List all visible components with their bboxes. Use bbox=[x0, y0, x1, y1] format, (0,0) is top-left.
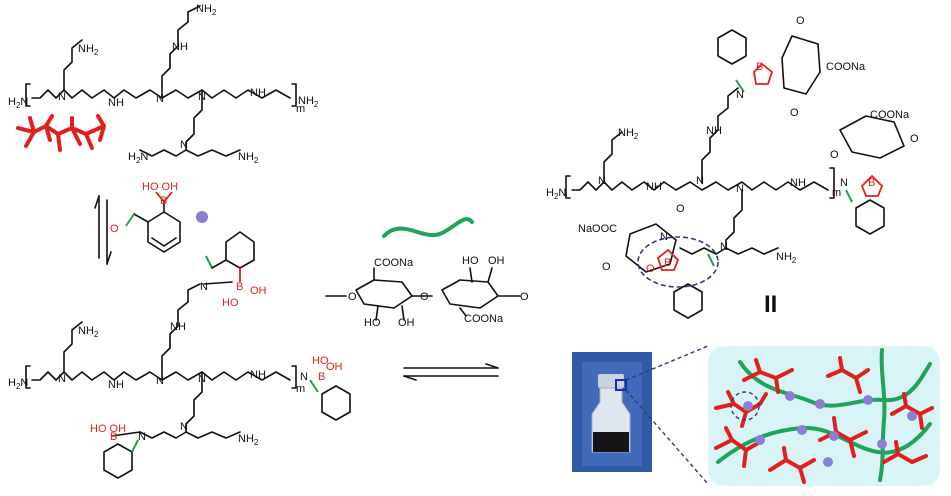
pei-nh-2: NH bbox=[108, 97, 124, 109]
network-cartoon-panel bbox=[708, 346, 940, 486]
pei-h2n-left: H2N bbox=[8, 96, 28, 110]
net-o-right2: O bbox=[830, 149, 839, 161]
mpei-n-1: N bbox=[58, 373, 66, 385]
alg-ho-2: HO bbox=[462, 255, 479, 267]
alg-coona-1: COONa bbox=[374, 257, 414, 269]
net-o-right: O bbox=[910, 133, 919, 145]
mpei-oh1: OH bbox=[250, 285, 267, 297]
net-n-top: N bbox=[736, 89, 744, 101]
mpei-b1: B bbox=[236, 281, 243, 293]
boronic-reagent bbox=[125, 191, 208, 253]
pei-nh2-2: NH2 bbox=[196, 3, 217, 17]
alg-coona-2: COONa bbox=[464, 313, 504, 325]
net-nh-2: NH bbox=[790, 177, 806, 189]
modified-pei-structure bbox=[25, 231, 351, 479]
net-o-bl2: O bbox=[646, 263, 655, 275]
net-o-bl: O bbox=[676, 203, 685, 215]
compound-label-ii: II bbox=[764, 291, 777, 318]
net-naooc: NaOOC bbox=[578, 223, 617, 235]
net-coona-right: COONa bbox=[870, 109, 910, 121]
mpei-n-2: N bbox=[156, 375, 164, 387]
mpei-n-right: N bbox=[300, 371, 308, 383]
vial-photo bbox=[572, 352, 652, 472]
net-nh2-2: NH2 bbox=[776, 251, 797, 265]
pei-nh2-1: NH2 bbox=[78, 43, 99, 57]
net-m: m bbox=[832, 187, 841, 199]
mpei-oh2: OH bbox=[326, 361, 343, 373]
pei-h2n-2: H2N bbox=[128, 151, 148, 165]
mpei-n-3: N bbox=[198, 373, 206, 385]
net-n-2: N bbox=[696, 175, 704, 187]
mpei-m: m bbox=[296, 383, 305, 395]
equilibrium-arrow-horizontal bbox=[403, 363, 499, 381]
mpei-nh-2: NH bbox=[108, 379, 124, 391]
mpei-nh-3: NH bbox=[250, 369, 266, 381]
net-n-3: N bbox=[736, 183, 744, 195]
net-n-4: N bbox=[720, 241, 728, 253]
pei-n-1: N bbox=[58, 91, 66, 103]
alg-ho-1: HO bbox=[364, 317, 381, 329]
net-o-top2: O bbox=[790, 107, 799, 119]
alginate-icon bbox=[382, 217, 474, 238]
pei-nh2-end: NH2 bbox=[298, 95, 319, 109]
pei-hn-1: NH bbox=[172, 41, 188, 53]
mpei-ho2: HO bbox=[312, 355, 329, 367]
net-hn: NH bbox=[706, 125, 722, 137]
pei-structure bbox=[25, 5, 297, 157]
mpei-n-bottom: N bbox=[138, 431, 146, 443]
pei-n-3: N bbox=[198, 91, 206, 103]
network-structure bbox=[565, 29, 905, 319]
net-nh-1: NH bbox=[646, 181, 662, 193]
alg-o-1: O bbox=[348, 291, 357, 303]
spacer bbox=[656, 146, 754, 152]
alg-oh-2: OH bbox=[488, 255, 505, 267]
mpei-ho1: HO bbox=[222, 297, 239, 309]
net-coona-top: COONa bbox=[826, 61, 866, 73]
alg-o-3: O bbox=[520, 291, 529, 303]
net-b-top: B bbox=[756, 61, 763, 73]
net-h2n: H2N bbox=[546, 187, 566, 201]
reagent-b: B bbox=[160, 195, 167, 207]
pei-nh-3: NH bbox=[250, 87, 266, 99]
alg-oh-1: OH bbox=[398, 317, 415, 329]
pei-m: m bbox=[296, 103, 305, 115]
mpei-n-imine: N bbox=[200, 281, 208, 293]
net-o-left: O bbox=[602, 261, 611, 273]
mpei-nh2-1: NH2 bbox=[78, 325, 99, 339]
reagent-o: O bbox=[110, 223, 119, 235]
net-b-right: B bbox=[868, 177, 875, 189]
net-b-bl: B bbox=[664, 257, 671, 269]
pei-nh2-3: NH2 bbox=[238, 151, 259, 165]
mpei-nh2-3: NH2 bbox=[238, 433, 259, 447]
equilibrium-arrow-vertical bbox=[94, 195, 112, 265]
mpei-hoboh3: HO OH bbox=[90, 423, 126, 435]
mpei-b2: B bbox=[318, 371, 325, 383]
alg-o-2: O bbox=[420, 291, 429, 303]
mpei-n-4: N bbox=[180, 421, 188, 433]
net-n-right: N bbox=[840, 177, 848, 189]
reagent-hoboh: HO OH bbox=[142, 181, 178, 193]
pei-icon bbox=[16, 114, 106, 152]
net-n-1: N bbox=[598, 175, 606, 187]
alginate-structure bbox=[325, 267, 521, 321]
zoom-line-top bbox=[625, 345, 709, 381]
mpei-h2n: H2N bbox=[8, 377, 28, 391]
net-n-bl: N bbox=[660, 231, 668, 243]
net-nh2-1: NH2 bbox=[618, 127, 639, 141]
mpei-b3: B bbox=[110, 431, 117, 443]
net-o-top: O bbox=[796, 15, 805, 27]
pei-n-2: N bbox=[156, 93, 164, 105]
pei-n-4: N bbox=[180, 139, 188, 151]
mpei-hn: NH bbox=[170, 321, 186, 333]
